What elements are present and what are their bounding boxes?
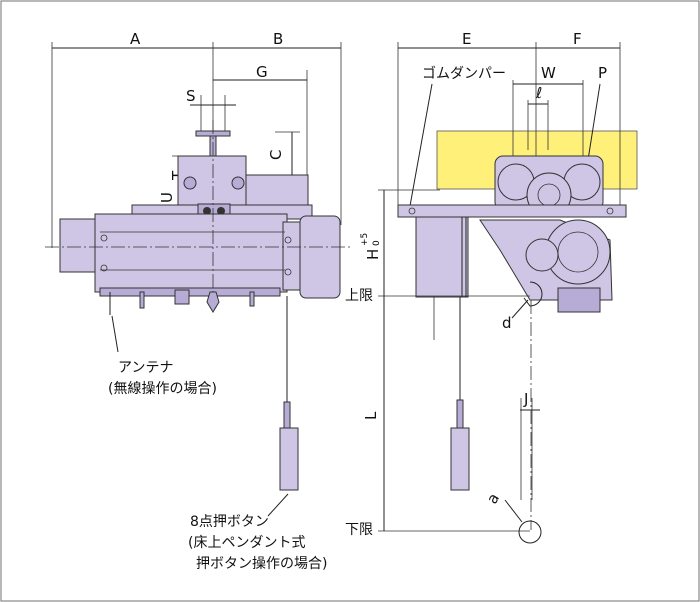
label-F: F <box>573 30 582 48</box>
label-U: U <box>158 192 176 203</box>
label-C: C <box>267 150 285 160</box>
hook-upper <box>523 281 543 307</box>
rubber-damper-leader <box>409 83 433 207</box>
antenna-label: アンテナ <box>118 360 173 376</box>
hook <box>206 291 220 313</box>
label-B: B <box>273 30 283 48</box>
side-view: A B G S C U T <box>45 30 352 572</box>
rubber-damper-label: ゴムダンパー <box>422 65 506 82</box>
hoist-drum-body <box>94 213 288 293</box>
label-l: ℓ <box>535 84 542 102</box>
label-H-tol-zero: 0 <box>372 240 382 246</box>
upper-limit-label: 上限 <box>345 288 373 304</box>
label-A: A <box>130 30 141 48</box>
lower-limit-label: 下限 <box>345 522 373 538</box>
label-H-tol-plus: +5 <box>360 233 370 246</box>
label-W: W <box>541 64 556 82</box>
pendant-box-front <box>450 427 470 491</box>
side-plate <box>397 204 627 218</box>
hook-lower <box>518 520 542 544</box>
pendant-button-box <box>279 427 299 491</box>
label-G: G <box>256 63 268 81</box>
antenna-sub-label: (無線操作の場合) <box>108 381 217 397</box>
label-E: E <box>462 30 471 48</box>
label-S: S <box>186 87 196 105</box>
label-a: a <box>483 490 503 507</box>
label-L: L <box>362 411 380 420</box>
button-sub-label-2: 押ボタン操作の場合) <box>196 556 327 572</box>
drum-side-box <box>415 216 469 298</box>
hoist-end-cap <box>59 218 101 273</box>
button-sub-label-1: (床上ペンダント式 <box>188 535 305 551</box>
button-label: 8点押ボタン <box>190 514 269 530</box>
hoist-motor <box>299 215 341 299</box>
label-d: d <box>502 314 512 332</box>
front-view: E F W ℓ P ゴムダンパー H + <box>345 30 638 544</box>
label-H: H <box>364 249 382 260</box>
label-P: P <box>598 64 607 82</box>
label-J: J <box>523 390 528 408</box>
